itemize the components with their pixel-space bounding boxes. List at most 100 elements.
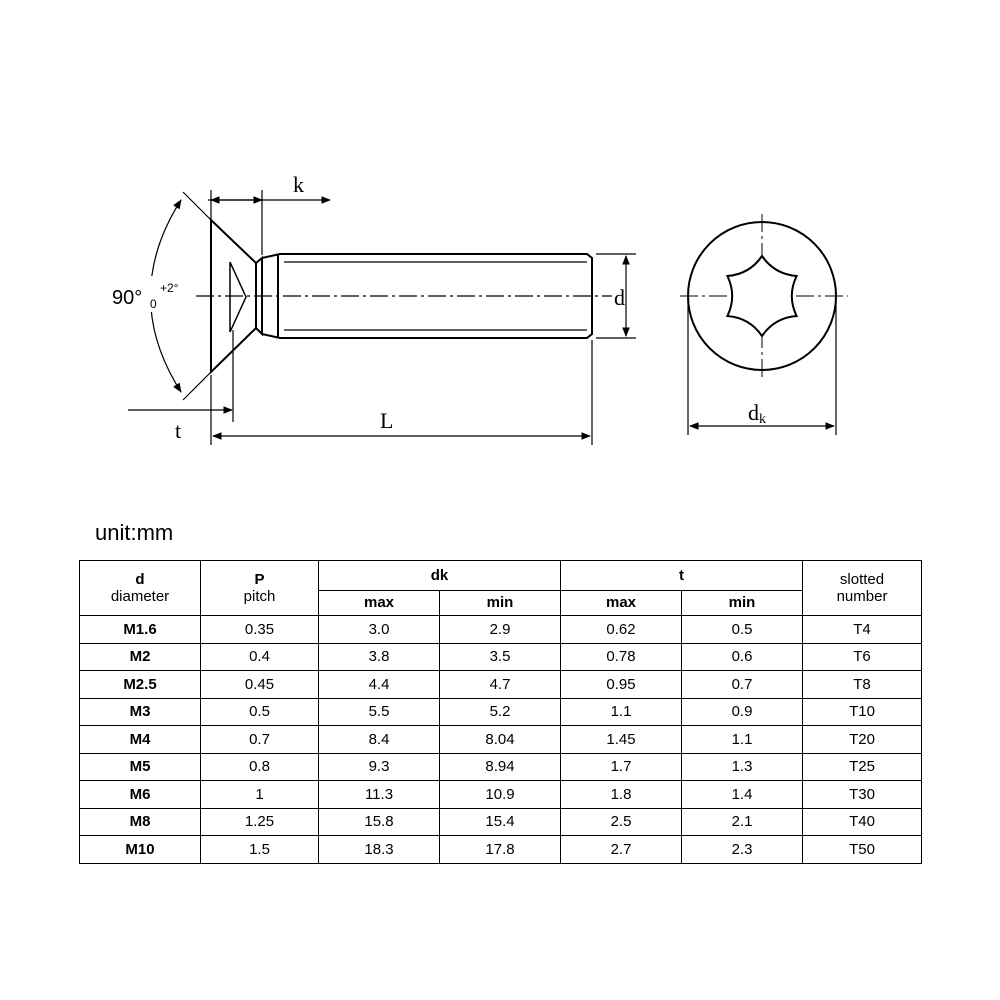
angle-label-background — [110, 276, 192, 312]
cell-dk-max: 3.0 — [318, 615, 440, 644]
header-dk-max: max — [318, 590, 440, 616]
cell-diameter: M2.5 — [79, 670, 201, 699]
dk-dimension — [687, 300, 837, 435]
cell-diameter: M5 — [79, 752, 201, 781]
cell-diameter: M6 — [79, 780, 201, 809]
cell-pitch: 0.5 — [200, 697, 319, 726]
cell-diameter: M1.6 — [79, 615, 201, 644]
L-dimension — [210, 340, 593, 445]
angle-tolerance-upper: +2° — [160, 281, 179, 295]
cell-pitch: 0.35 — [200, 615, 319, 644]
header-slotted-number: slotted number — [802, 560, 923, 616]
cell-t-max: 2.7 — [560, 835, 683, 864]
t-label: t — [175, 418, 181, 443]
header-pitch-name: pitch — [243, 588, 276, 605]
cell-diameter: M3 — [79, 697, 201, 726]
cell-pitch: 0.4 — [200, 642, 319, 671]
cell-dk-min: 2.9 — [438, 615, 562, 644]
dimension-table: d diameter P pitch dk t slotted number m… — [79, 560, 923, 864]
cell-t-min: 1.1 — [681, 725, 804, 754]
d-label: d — [614, 285, 625, 310]
cell-diameter: M2 — [79, 642, 201, 671]
cell-slotted-number: T4 — [802, 615, 923, 644]
cell-pitch: 1 — [200, 780, 319, 809]
cell-t-max: 1.7 — [560, 752, 683, 781]
cell-slotted-number: T10 — [802, 697, 923, 726]
cell-dk-min: 8.94 — [438, 752, 562, 781]
cell-slotted-number: T30 — [802, 780, 923, 809]
header-diameter: d diameter — [79, 560, 201, 616]
cell-dk-max: 8.4 — [318, 725, 440, 754]
cell-dk-min: 17.8 — [438, 835, 562, 864]
cell-slotted-number: T8 — [802, 670, 923, 699]
cell-slotted-number: T40 — [802, 807, 923, 836]
cell-t-min: 1.3 — [681, 752, 804, 781]
cell-dk-max: 9.3 — [318, 752, 440, 781]
cell-dk-min: 15.4 — [438, 807, 562, 836]
cell-t-min: 0.7 — [681, 670, 804, 699]
cell-slotted-number: T20 — [802, 725, 923, 754]
cell-pitch: 1.5 — [200, 835, 319, 864]
cell-t-max: 0.78 — [560, 642, 683, 671]
d-dimension — [596, 253, 636, 339]
cell-t-max: 1.45 — [560, 725, 683, 754]
cell-pitch: 0.7 — [200, 725, 319, 754]
cell-pitch: 0.45 — [200, 670, 319, 699]
cell-diameter: M8 — [79, 807, 201, 836]
torx-drive-recess-icon — [725, 254, 799, 338]
cell-t-min: 2.3 — [681, 835, 804, 864]
cell-dk-max: 3.8 — [318, 642, 440, 671]
header-pitch-symbol: P — [254, 570, 265, 588]
drive-recess-hint — [229, 261, 247, 333]
header-pitch: P pitch — [200, 560, 319, 616]
cell-t-max: 1.1 — [560, 697, 683, 726]
cell-dk-max: 15.8 — [318, 807, 440, 836]
cell-t-max: 2.5 — [560, 807, 683, 836]
cell-pitch: 1.25 — [200, 807, 319, 836]
cell-diameter: M10 — [79, 835, 201, 864]
cell-t-max: 0.62 — [560, 615, 683, 644]
cell-dk-min: 3.5 — [438, 642, 562, 671]
k-label: k — [293, 172, 304, 197]
cell-slotted-number: T25 — [802, 752, 923, 781]
header-t-min: min — [681, 590, 804, 616]
cell-slotted-number: T50 — [802, 835, 923, 864]
screw-shank-outline — [261, 253, 593, 339]
angle-tolerance-lower: 0 — [150, 297, 157, 311]
cell-dk-max: 4.4 — [318, 670, 440, 699]
cell-dk-min: 8.04 — [438, 725, 562, 754]
L-label: L — [380, 408, 393, 433]
t-dimension — [128, 330, 234, 422]
cell-dk-min: 4.7 — [438, 670, 562, 699]
cell-slotted-number: T6 — [802, 642, 923, 671]
header-diameter-symbol: d — [135, 570, 145, 588]
header-number: number — [836, 588, 888, 605]
header-diameter-name: diameter — [110, 588, 170, 605]
cell-dk-min: 5.2 — [438, 697, 562, 726]
cell-t-min: 1.4 — [681, 780, 804, 809]
cell-t-min: 0.5 — [681, 615, 804, 644]
header-t: t — [560, 560, 804, 591]
screw-technical-drawing: k d L t 90° +2° 0 dk — [110, 172, 848, 445]
screw-head-end-view — [680, 214, 848, 378]
cell-pitch: 0.8 — [200, 752, 319, 781]
header-slotted: slotted — [839, 570, 885, 588]
cell-diameter: M4 — [79, 725, 201, 754]
header-dk: dk — [317, 560, 562, 591]
cell-t-max: 0.95 — [560, 670, 683, 699]
cell-dk-max: 11.3 — [318, 780, 440, 809]
dk-label: dk — [748, 400, 766, 427]
cell-t-min: 0.9 — [681, 697, 804, 726]
header-dk-min: min — [438, 590, 562, 616]
cell-dk-max: 5.5 — [318, 697, 440, 726]
